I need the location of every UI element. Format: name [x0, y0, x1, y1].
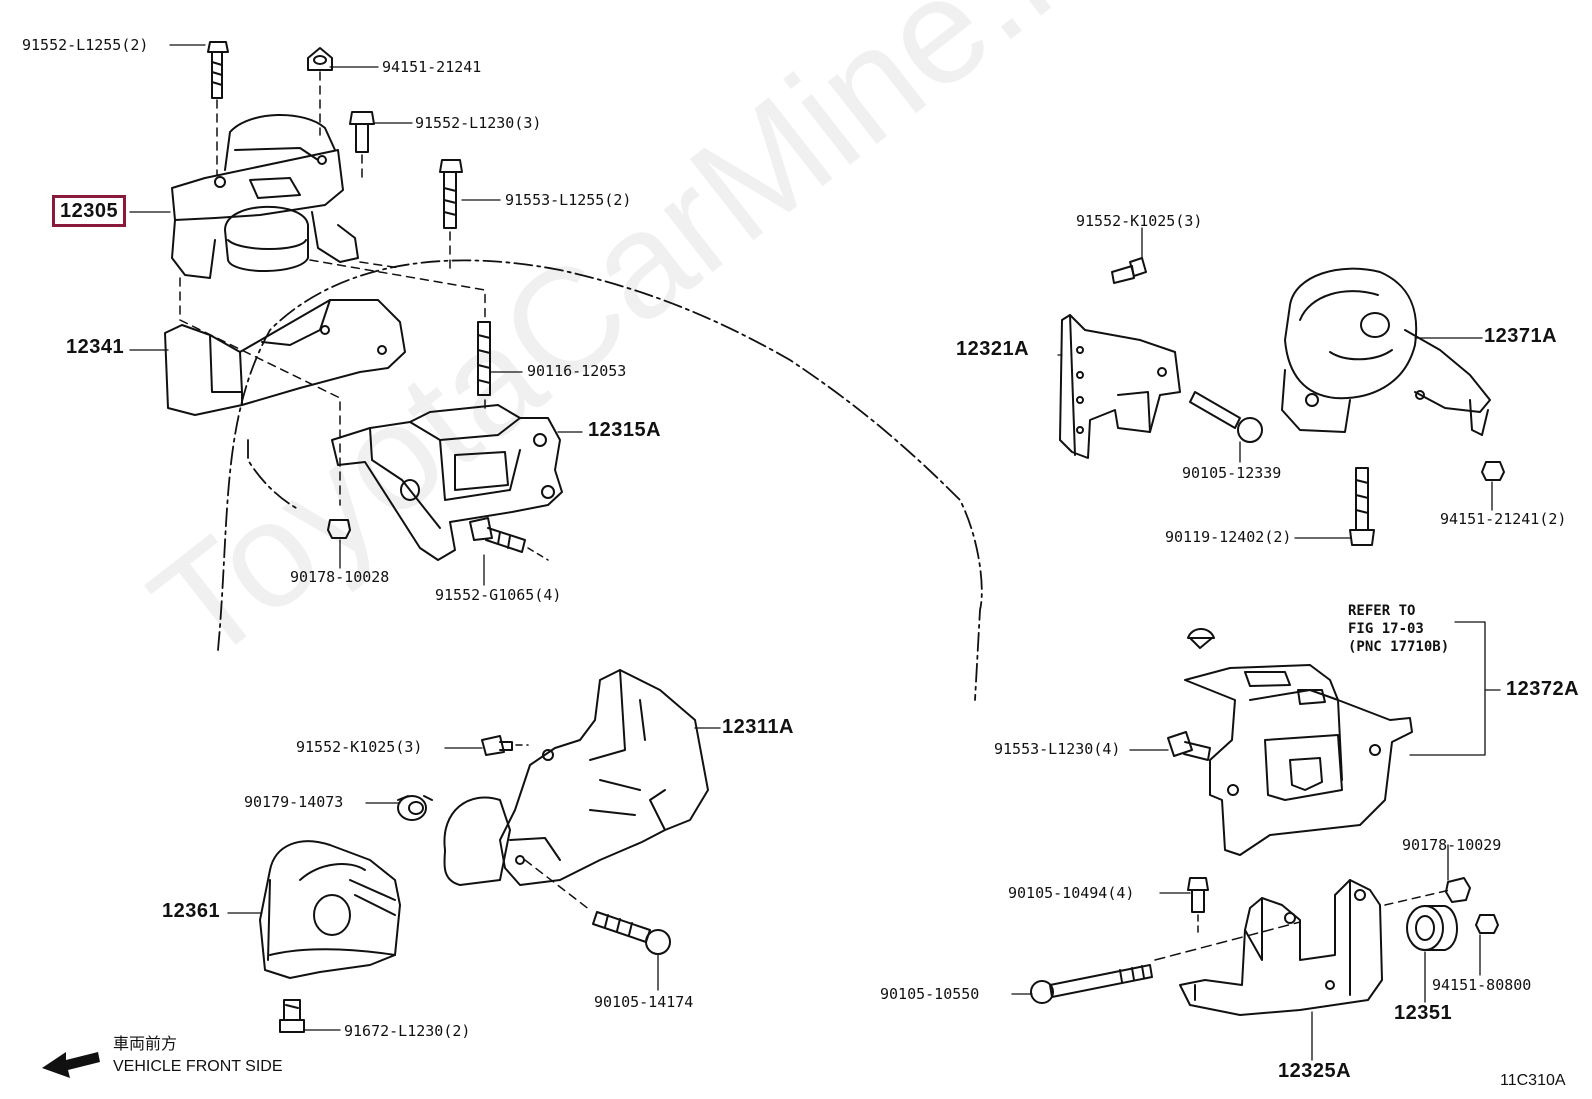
nut-90178-10028 — [327, 519, 351, 539]
part-label-94151-80800[interactable]: 94151-80800 — [1432, 976, 1532, 994]
bracket-12311A — [443, 669, 709, 886]
bolt-91672-L1230 — [279, 999, 305, 1033]
part-label-91552-G1065[interactable]: 91552-G1065(4) — [435, 586, 562, 604]
nut-94151-21241-right — [1481, 461, 1505, 481]
part-label-90178-10028[interactable]: 90178-10028 — [290, 568, 390, 586]
part-label-90105-10550[interactable]: 90105-10550 — [880, 985, 980, 1003]
nut-94151-80800 — [1475, 914, 1499, 934]
bolt-91552-L1255 — [207, 41, 229, 99]
bolt-91552-K1025-mid — [481, 735, 513, 756]
bolt-91553-L1255 — [439, 159, 463, 229]
part-label-94151-21241[interactable]: 94151-21241 — [382, 58, 482, 76]
refer-note-line3: (PNC 17710B) — [1348, 639, 1450, 655]
part-label-12372A[interactable]: 12372A — [1506, 678, 1580, 700]
part-label-12321A[interactable]: 12321A — [956, 338, 1030, 360]
stud-90116-12053 — [477, 321, 491, 396]
nut-90178-10029 — [1445, 877, 1471, 903]
mount-12371A — [1281, 267, 1491, 436]
part-label-90105-14174[interactable]: 90105-14174 — [594, 993, 694, 1011]
front-arrow-icon — [42, 1052, 100, 1078]
bolt-90105-14174 — [592, 911, 671, 955]
part-label-12361[interactable]: 12361 — [162, 900, 221, 922]
part-label-12315A[interactable]: 12315A — [588, 419, 662, 441]
part-label-90119-12402[interactable]: 90119-12402(2) — [1165, 528, 1292, 546]
bolt-91552-L1230 — [349, 111, 375, 153]
nut-90179-14073 — [397, 795, 433, 821]
part-label-91552-K1025-mid[interactable]: 91552-K1025(3) — [296, 738, 423, 756]
bolt-91552-K1025-top — [1111, 257, 1147, 284]
part-label-91552-L1230[interactable]: 91552-L1230(3) — [415, 114, 542, 132]
part-label-90179-14073[interactable]: 90179-14073 — [244, 793, 344, 811]
clip-refer — [1187, 628, 1215, 649]
part-label-90116-12053[interactable]: 90116-12053 — [527, 362, 627, 380]
refer-note-line2: FIG 17-03 — [1348, 621, 1424, 637]
mount-12305 — [171, 113, 359, 279]
bolt-90105-10494 — [1187, 877, 1209, 913]
leader-lines — [129, 44, 1501, 1061]
part-label-94151-21241-right[interactable]: 94151-21241(2) — [1440, 510, 1567, 528]
bracket-12321A — [1059, 314, 1181, 459]
part-label-12371A[interactable]: 12371A — [1484, 325, 1558, 347]
bracket-12325A — [1179, 879, 1383, 1016]
part-label-12341[interactable]: 12341 — [66, 336, 125, 358]
bushing-12351 — [1406, 905, 1458, 951]
engine-outline — [217, 259, 983, 701]
refer-note-line1: REFER TO — [1348, 603, 1416, 619]
direction-label-en: VEHICLE FRONT SIDE — [113, 1058, 283, 1075]
bracket-12341 — [164, 299, 406, 416]
direction-label-jp: 車両前方 — [113, 1036, 178, 1053]
bolt-90105-12339 — [1189, 391, 1263, 443]
part-label-91553-L1255[interactable]: 91553-L1255(2) — [505, 191, 632, 209]
nut-94151-21241 — [307, 47, 333, 71]
stud-90119-12402 — [1349, 467, 1375, 546]
part-label-91552-L1255[interactable]: 91552-L1255(2) — [22, 36, 149, 54]
bolt-91552-G1065 — [469, 517, 526, 553]
part-label-90178-10029[interactable]: 90178-10029 — [1402, 836, 1502, 854]
diagram-code: 11C310A — [1500, 1072, 1566, 1089]
mount-12372A — [1184, 664, 1413, 856]
part-label-91672-L1230[interactable]: 91672-L1230(2) — [344, 1022, 471, 1040]
part-label-91552-K1025-top[interactable]: 91552-K1025(3) — [1076, 212, 1203, 230]
part-label-90105-12339[interactable]: 90105-12339 — [1182, 464, 1282, 482]
mount-12361 — [259, 840, 401, 979]
part-label-12311A[interactable]: 12311A — [722, 716, 794, 738]
bolt-90105-10550 — [1030, 964, 1153, 1004]
part-label-12325A[interactable]: 12325A — [1278, 1060, 1352, 1082]
part-label-12351[interactable]: 12351 — [1394, 1002, 1453, 1024]
part-label-12305-highlighted[interactable]: 12305 — [52, 195, 127, 227]
bracket-12315A — [331, 404, 563, 561]
part-label-90105-10494[interactable]: 90105-10494(4) — [1008, 884, 1135, 902]
engine-outline-lower — [247, 439, 301, 511]
part-label-91553-L1230[interactable]: 91553-L1230(4) — [994, 740, 1121, 758]
bolt-91553-L1230 — [1167, 731, 1211, 761]
